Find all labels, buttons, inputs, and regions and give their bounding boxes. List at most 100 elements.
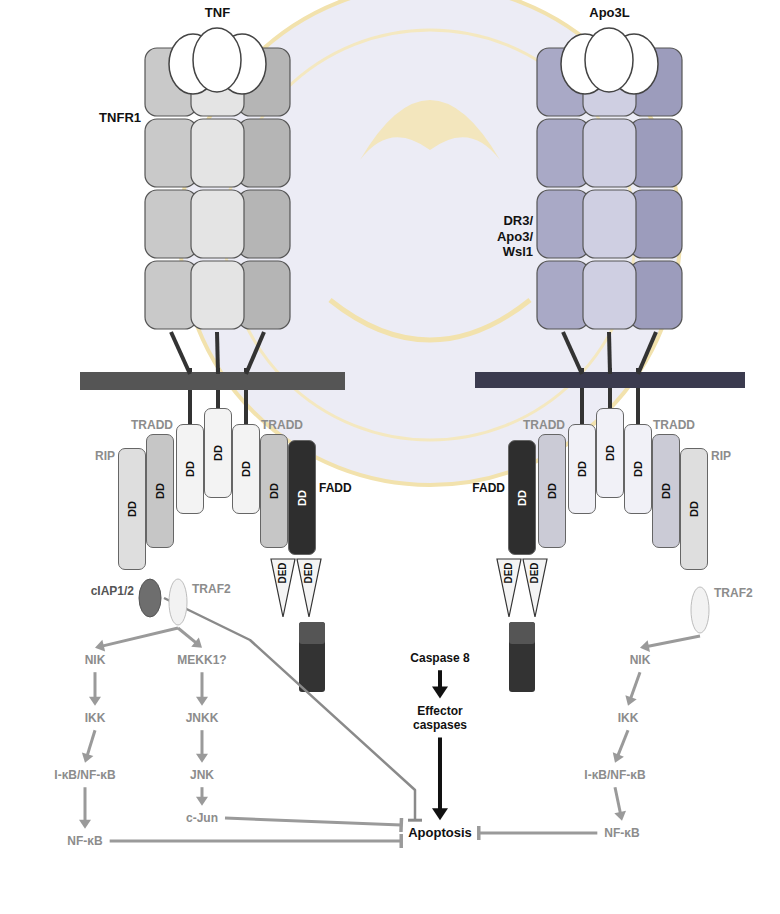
activation-arrow <box>196 730 208 763</box>
activation-arrow <box>82 730 95 763</box>
connector-line <box>102 628 178 646</box>
activation-arrow <box>196 672 208 706</box>
domain-label: DD <box>661 483 672 499</box>
connector-line <box>479 831 598 834</box>
domain-label: DD <box>605 445 616 461</box>
receptor-stalk <box>217 332 218 374</box>
activation-arrow <box>640 636 700 652</box>
pathway-label: c-Jun <box>181 808 223 828</box>
pathway-label: Caspase 8 <box>410 651 469 665</box>
connector-line <box>618 730 628 756</box>
death-domain: TRADDDD <box>538 434 566 548</box>
receptor-stalk <box>563 332 582 374</box>
pathway-label: NIK <box>85 653 106 667</box>
shape-outline <box>557 24 662 96</box>
death-domain: RIPDD <box>118 448 146 570</box>
connector-line <box>200 672 203 698</box>
pathway-label: MEKK1? <box>172 650 231 670</box>
death-effector-domain: DED <box>296 558 322 618</box>
cysteine-rich-domain <box>630 119 682 187</box>
connector-line <box>615 787 621 814</box>
pathway-label: I-κB/NF-κB <box>584 768 645 782</box>
pathway-label: JNK <box>185 765 219 785</box>
death-domain: FADDDD <box>508 440 536 555</box>
cysteine-rich-domain <box>583 119 636 187</box>
cysteine-rich-domain <box>191 48 244 116</box>
pathway-label: I-κB/NF-κB <box>49 765 120 785</box>
inhibition-bar <box>399 834 403 848</box>
ellipse-outline <box>691 587 709 633</box>
pathway-label: NF-κB <box>599 823 644 843</box>
protein-label: TNFR1 <box>99 110 141 126</box>
domain-label: DED <box>304 562 314 583</box>
cysteine-rich-domain <box>630 261 682 329</box>
cysteine-rich-domain <box>583 190 636 258</box>
arrowhead <box>614 811 626 821</box>
receptor-stalk <box>609 332 610 374</box>
pathway-label: NF-κB <box>604 826 639 840</box>
connector-line <box>87 730 95 756</box>
domain-label: DED <box>504 562 514 583</box>
domain-label: DED <box>530 562 540 583</box>
death-domain: DD <box>568 424 596 514</box>
arrowhead <box>432 808 448 820</box>
death-domain: TRADDDD <box>260 434 288 548</box>
death-effector-domain: DED <box>270 558 296 618</box>
protein-label: TNF <box>205 5 230 21</box>
cysteine-rich-domain <box>630 190 682 258</box>
triangle-outline <box>497 559 521 617</box>
procaspase-block <box>509 622 535 644</box>
death-domain: RIPDD <box>680 448 708 570</box>
connector-line <box>647 636 700 646</box>
domain-label: DD <box>155 483 166 499</box>
inhibition-connector <box>164 598 422 820</box>
connector-line <box>178 628 196 643</box>
death-domain: DD <box>624 424 652 514</box>
connector-line <box>83 787 86 821</box>
shape-outline <box>145 44 290 372</box>
ligand-subunit <box>193 28 241 92</box>
domain-label: DED <box>278 562 288 583</box>
cysteine-rich-domain <box>630 48 682 116</box>
pathway-label: Apoptosis <box>408 825 472 841</box>
cysteine-rich-domain <box>537 261 589 329</box>
pathway-label: c-Jun <box>186 811 218 825</box>
connector-line <box>630 672 640 699</box>
shape-outline <box>168 578 188 626</box>
cysteine-rich-domain <box>191 119 244 187</box>
domain-label: DD <box>241 461 252 477</box>
shape-outline <box>165 24 270 96</box>
ligand-trimer: Apo3L <box>557 24 662 96</box>
receptor-stalk <box>246 332 264 374</box>
pathway-label: Effector caspases <box>413 704 467 733</box>
pathway-label: NIK <box>80 650 111 670</box>
procaspase-block <box>299 622 325 644</box>
arrowhead <box>89 697 101 706</box>
protein-label: Apo3L <box>589 5 629 21</box>
arrowhead <box>432 687 448 699</box>
domain-label: DD <box>689 501 700 517</box>
pathway-label: NIK <box>630 653 651 667</box>
arrowhead <box>196 797 208 806</box>
triangle-outline <box>297 559 321 617</box>
domain-label: DD <box>633 461 644 477</box>
connector-line <box>164 598 415 820</box>
procaspase-block <box>509 622 535 692</box>
connector-line <box>438 670 442 689</box>
adaptor-protein: cIAP1/2 <box>138 578 162 618</box>
shape-outline <box>690 586 710 634</box>
receptor-stalk <box>171 332 190 374</box>
death-domain: DD <box>176 424 204 514</box>
connector-line <box>110 839 402 842</box>
receptor: TNFR1 <box>145 44 290 372</box>
connector-line <box>200 730 203 755</box>
death-domain: DD <box>232 424 260 514</box>
cell-membrane <box>475 372 745 388</box>
pathway-label: IKK <box>613 708 644 728</box>
cysteine-rich-domain <box>238 190 290 258</box>
cysteine-rich-domain <box>145 261 197 329</box>
activation-arrow <box>89 672 101 706</box>
cysteine-rich-domain <box>238 261 290 329</box>
cysteine-rich-domain <box>537 119 589 187</box>
arrowhead <box>79 820 91 829</box>
